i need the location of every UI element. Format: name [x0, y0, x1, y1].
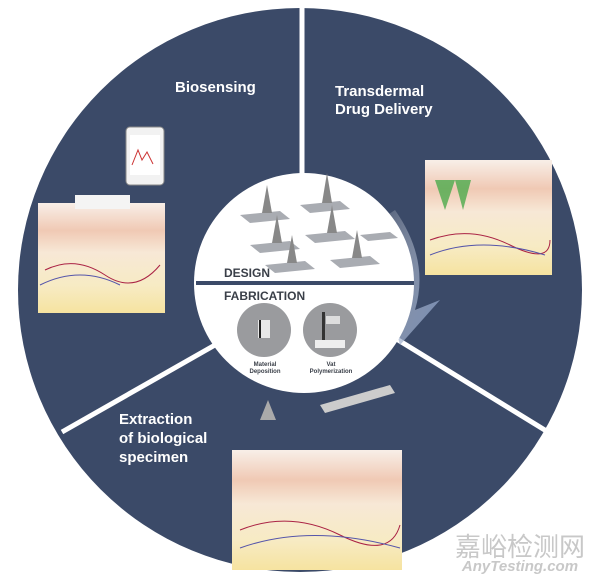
extraction-label-line1: Extraction	[119, 411, 193, 428]
vat-polymerization-icon	[303, 303, 357, 357]
tablet-icon	[125, 126, 165, 186]
vat-polymerization-label: Vat Polymerization	[303, 362, 359, 376]
extraction-label-line2: of biological	[119, 430, 208, 447]
method1-line1: Material	[253, 362, 277, 368]
transdermal-label-line1: Transdermal	[335, 83, 425, 100]
watermark-cn: 嘉峪检测网	[454, 532, 585, 562]
method2-line1: Vat	[326, 362, 336, 368]
microneedles	[240, 173, 398, 273]
design-label: DESIGN	[224, 266, 271, 280]
extraction-label-line3: specimen	[119, 449, 189, 466]
biosensing-label: Biosensing	[175, 79, 256, 96]
watermark-en: AnyTesting.com	[461, 558, 579, 575]
material-deposition-label: Material Deposition	[240, 362, 290, 376]
transdermal-label-line2: Drug Delivery	[335, 101, 433, 118]
method1-line2: Deposition	[249, 369, 281, 375]
divider-left	[60, 342, 217, 435]
fabrication-label: FABRICATION	[224, 289, 306, 303]
biosensing-skin	[38, 195, 165, 313]
method2-line2: Polymerization	[309, 369, 353, 375]
divider-right	[388, 332, 550, 435]
transdermal-skin	[425, 160, 552, 275]
extraction-skin	[232, 385, 402, 570]
